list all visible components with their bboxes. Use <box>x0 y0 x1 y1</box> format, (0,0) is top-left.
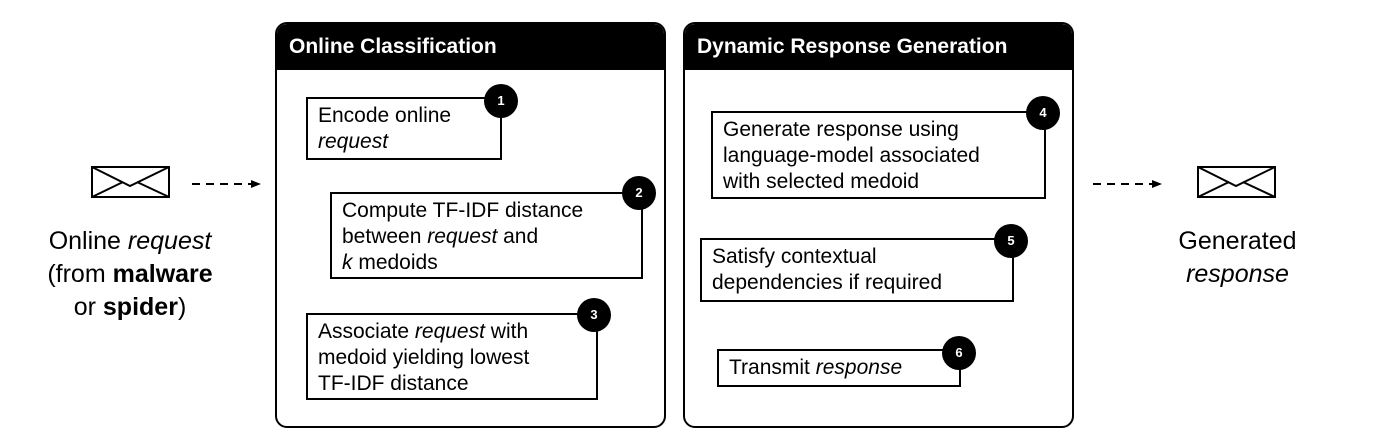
panel-title: Dynamic Response Generation <box>685 24 1072 70</box>
input-caption: Online request (from malware or spider) <box>47 227 213 321</box>
step-number-badge: 6 <box>942 336 976 370</box>
step-number-badge: 2 <box>622 176 656 210</box>
step-number-badge: 1 <box>484 84 518 118</box>
step-6-box: Transmit response <box>717 349 961 387</box>
step-number-badge: 5 <box>994 224 1028 258</box>
panel-title: Online Classification <box>277 24 664 70</box>
output-caption: Generated response <box>1178 227 1297 288</box>
step-2-box: Compute TF-IDF distance between request … <box>330 192 643 279</box>
step-1-box: Encode online request <box>306 97 502 160</box>
step-4-box: Generate response using language-model a… <box>711 111 1046 199</box>
step-3-box: Associate request with medoid yielding l… <box>306 313 598 400</box>
step-5-box: Satisfy contextual dependencies if requi… <box>700 238 1014 302</box>
step-number-badge: 4 <box>1026 96 1060 130</box>
step-number-badge: 3 <box>577 298 611 332</box>
envelope-icon <box>91 166 170 198</box>
envelope-icon <box>1197 166 1276 198</box>
